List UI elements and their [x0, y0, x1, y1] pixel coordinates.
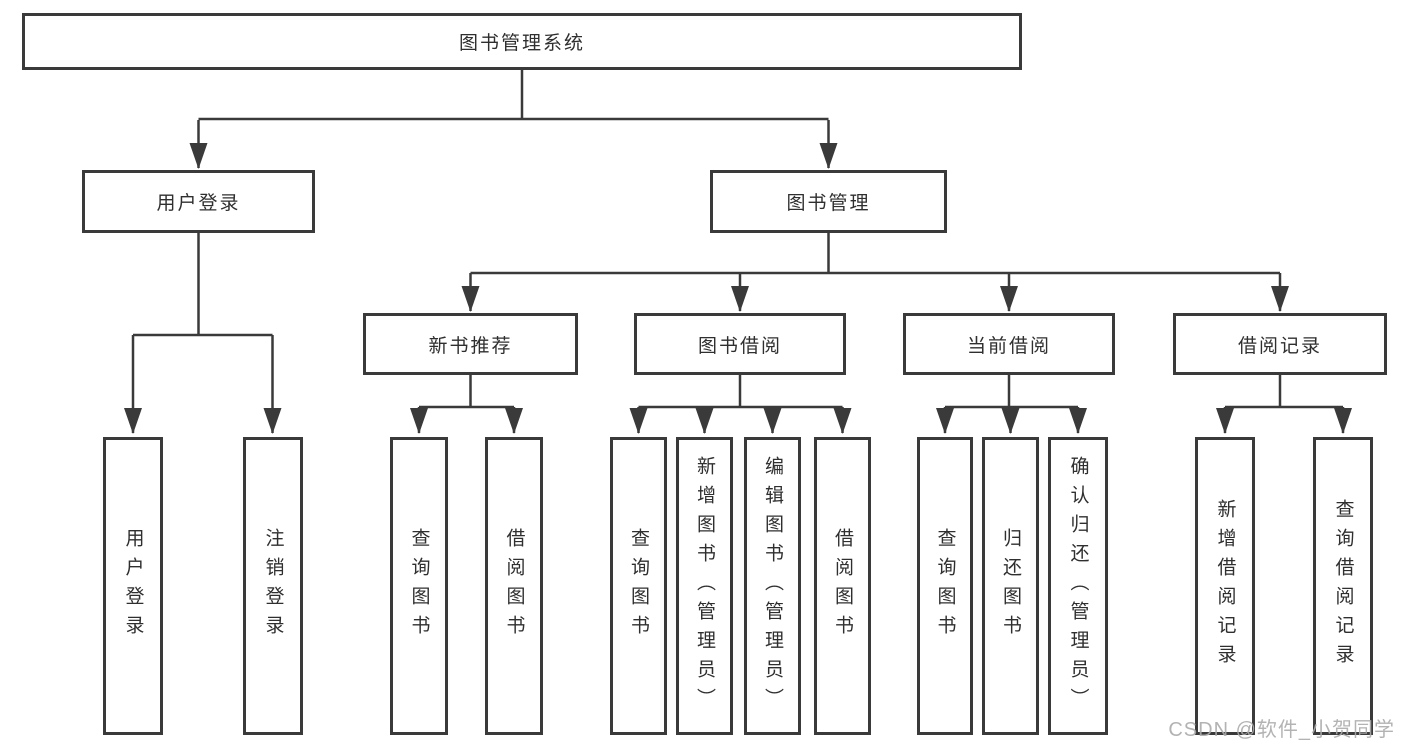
leaf-borrow-book: 借阅图书 — [814, 437, 871, 735]
leaf-borrow-book: 借阅图书 — [485, 437, 543, 735]
leaf-logout: 注销登录 — [243, 437, 303, 735]
node-book-borrow: 图书借阅 — [634, 313, 846, 375]
leaf-user-login: 用户登录 — [103, 437, 163, 735]
node-borrow-records: 借阅记录 — [1173, 313, 1387, 375]
leaf-query-borrow-record: 查询借阅记录 — [1313, 437, 1373, 735]
leaf-query-book: 查询图书 — [390, 437, 448, 735]
leaf-query-book: 查询图书 — [917, 437, 973, 735]
node-current-borrow: 当前借阅 — [903, 313, 1115, 375]
leaf-query-book: 查询图书 — [610, 437, 667, 735]
node-book-management: 图书管理 — [710, 170, 947, 233]
node-root-system: 图书管理系统 — [22, 13, 1022, 70]
node-new-book-recommend: 新书推荐 — [363, 313, 578, 375]
csdn-watermark: CSDN @软件_小贺同学 — [1168, 719, 1395, 741]
leaf-return-book: 归还图书 — [982, 437, 1039, 735]
leaf-add-book-admin: 新增图书（管理员） — [676, 437, 733, 735]
leaf-confirm-return-admin: 确认归还（管理员） — [1048, 437, 1108, 735]
node-user-login: 用户登录 — [82, 170, 315, 233]
leaf-add-borrow-record: 新增借阅记录 — [1195, 437, 1255, 735]
leaf-edit-book-admin: 编辑图书（管理员） — [744, 437, 801, 735]
